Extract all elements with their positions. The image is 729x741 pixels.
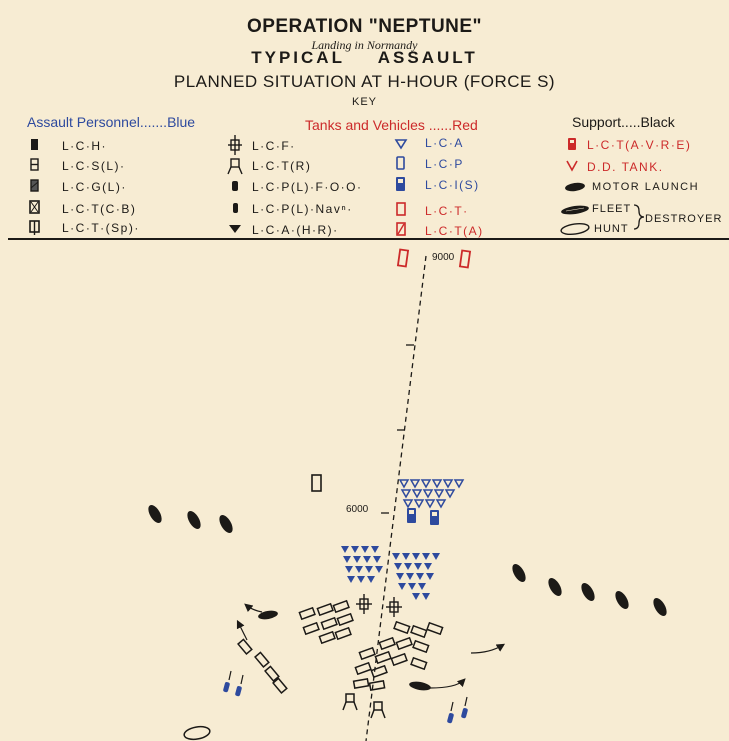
- key-label-destroyer: DESTROYER: [645, 213, 723, 225]
- key-label-lct-sp: L·C·T·(Sp)·: [62, 221, 140, 235]
- range-label-6000: 6000: [346, 504, 369, 515]
- lcp-foo-pair-right: [447, 708, 468, 724]
- key-label-lca: L·C·A: [425, 136, 464, 150]
- lct-icon: [396, 202, 406, 216]
- range-label-9000: 9000: [432, 252, 455, 263]
- motor-launches: [236, 603, 506, 691]
- lch-icon: [31, 139, 38, 150]
- lct-6000-left: [311, 474, 322, 492]
- destroyer-brace: [633, 204, 645, 230]
- lct-r-icon: [227, 158, 243, 175]
- key-label-lcp-l-foo: L·C·P(L)·F·O·O·: [252, 180, 363, 194]
- hunt-destroyer: [183, 725, 211, 741]
- key-category-assault-personnel: Assault Personnel.......Blue: [27, 114, 196, 130]
- key-label-lcp-l-navn: L·C·P(L)·Navⁿ·: [252, 202, 353, 216]
- lca-group-6000: [398, 479, 465, 509]
- key-label-lcf: L·C·F·: [252, 139, 296, 153]
- key-label-lch: L·C·H·: [62, 139, 107, 153]
- lca-icon: [394, 139, 408, 150]
- diagram-title-typical-assault: TYPICAL ASSAULT: [251, 48, 478, 67]
- lct-cluster-center: [352, 620, 444, 692]
- key-label-lct-a: L·C·T(A): [425, 224, 484, 238]
- key-label-lci-s: L·C·I(S): [425, 178, 480, 192]
- key-label-lcg-l: L·C·G(L)·: [62, 180, 127, 194]
- lcp-l-foo-icon: [232, 181, 238, 191]
- fleet-destroyers-right: [512, 563, 667, 617]
- lct-9000-right: [458, 249, 472, 269]
- lcg-l-icon: [30, 179, 39, 192]
- lct-9000-left: [396, 248, 410, 268]
- key-label-fleet: FLEET: [592, 203, 632, 215]
- lcf-pair: [356, 594, 402, 617]
- key-label-lcp: L·C·P: [425, 157, 464, 171]
- lcp-foo-masts: [228, 670, 468, 712]
- diagram-title-planned-situation: PLANNED SITUATION AT H-HOUR (FORCE S): [173, 72, 556, 91]
- key-label-lct-r: L·C·T(R): [252, 159, 312, 173]
- dd-tank-icon: [566, 160, 578, 172]
- lct-cb-icon: [29, 200, 40, 214]
- fleet-destroyer-icon: [561, 205, 589, 215]
- key-label-dd-tank: D.D. TANK.: [587, 160, 664, 174]
- key-heading: KEY: [351, 96, 377, 108]
- range-ticks: [381, 344, 414, 514]
- key-label-lct: L·C·T·: [425, 204, 469, 218]
- lct-a-icon: [396, 222, 406, 236]
- hunt-destroyer-icon: [560, 222, 590, 236]
- lci-s-icon: [396, 177, 405, 191]
- lct-cluster-left: [298, 599, 354, 645]
- lcf-icon: [228, 135, 242, 155]
- lca-group-center: [341, 546, 440, 600]
- key-category-support: Support.....Black: [572, 114, 675, 130]
- motor-launch-icon: [565, 182, 585, 192]
- key-label-lct-avre: L·C·T(A·V·R·E): [587, 138, 692, 152]
- key-label-lca-hr: L·C·A·(H·R)·: [252, 223, 339, 237]
- key-symbols: [29, 135, 645, 236]
- lct-sp-icon: [29, 220, 40, 235]
- diagram-subtitle: Landing in Normandy: [311, 38, 418, 52]
- key-category-tanks-vehicles: Tanks and Vehicles ......Red: [305, 117, 478, 133]
- key-label-lcs-l: L·C·S(L)·: [62, 159, 126, 173]
- lct-avre-icon: [568, 138, 576, 150]
- lct-column-left: [237, 638, 288, 694]
- lca-hr-icon: [229, 225, 241, 233]
- lct-r-pair: [342, 693, 386, 719]
- lcp-icon: [396, 156, 405, 170]
- key-label-motor-launch: MOTOR LAUNCH: [592, 181, 700, 193]
- lci-s-pair: [407, 508, 439, 525]
- diagram-title: OPERATION "NEPTUNE": [246, 16, 483, 37]
- key-divider: [8, 238, 729, 240]
- lcs-l-icon: [30, 158, 39, 171]
- fleet-destroyers-left: [148, 504, 233, 534]
- key-label-hunt: HUNT: [594, 223, 629, 235]
- lcp-foo-pair-left: [223, 682, 242, 697]
- lcp-l-navn-icon: [233, 203, 238, 213]
- key-label-lct-cb: L·C·T(C·B): [62, 202, 137, 216]
